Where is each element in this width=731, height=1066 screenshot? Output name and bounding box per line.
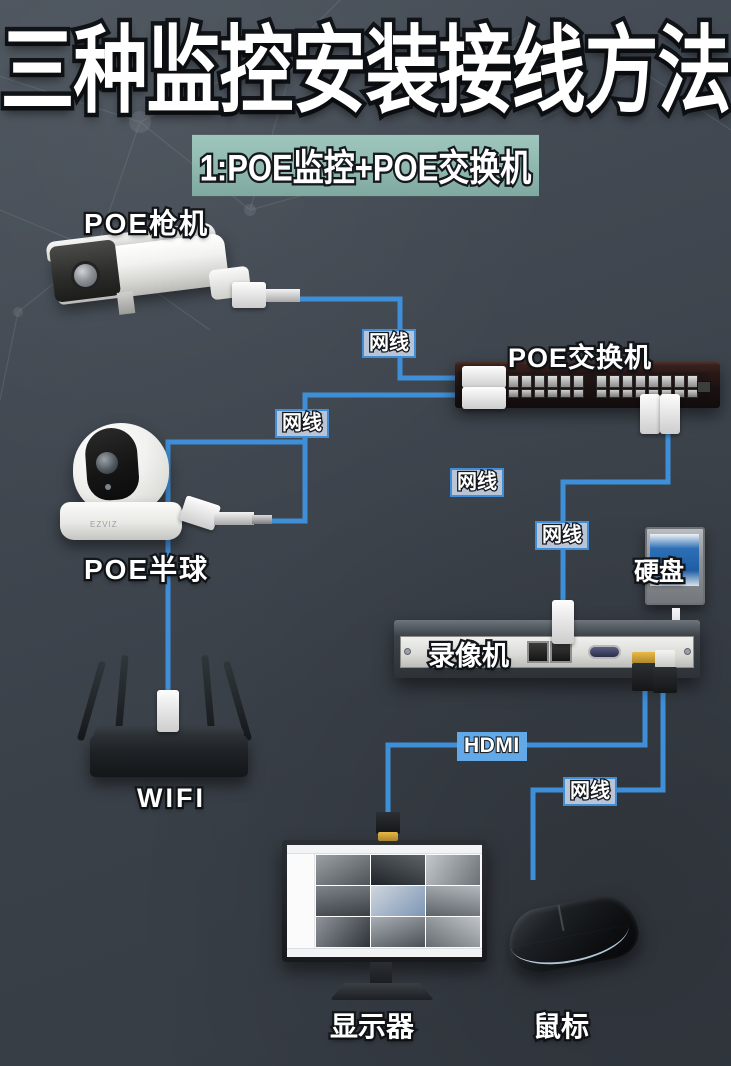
cctv-cell <box>426 886 480 916</box>
monitor-stand-base <box>330 983 434 1000</box>
rj45-plug-router <box>157 690 179 732</box>
usb-plug-shell <box>653 667 677 693</box>
dome-camera-ir-led <box>105 484 111 490</box>
poe-switch-sfp-slot <box>697 381 711 393</box>
bullet-camera-lens <box>71 261 100 290</box>
cctv-cell <box>316 917 370 947</box>
rj45-plug-switch-downlink1 <box>640 394 660 434</box>
cctv-cell <box>316 855 370 885</box>
usb-plug-head <box>655 650 675 668</box>
label-poe-switch: POE交换机 <box>506 341 654 376</box>
tag-router-to-switch: 网线 <box>450 468 504 497</box>
rj45-ferrule-dome <box>252 515 272 524</box>
nvr-screw-left <box>404 648 411 655</box>
tag-switch-to-nvr: 网线 <box>535 521 589 550</box>
tag-bullet-to-switch: 网线 <box>362 329 416 358</box>
dome-camera-lens <box>96 452 118 474</box>
nvr-vga-port <box>588 645 621 659</box>
rj45-plug-switch-downlink2 <box>660 394 680 434</box>
rj45-plug-bullet <box>232 282 266 308</box>
bullet-camera-mount <box>116 291 136 315</box>
label-poe-dome-camera: POE半球 <box>82 552 210 588</box>
rj45-connector-dome <box>214 512 254 525</box>
monitor-hdmi-plug-head <box>378 832 398 841</box>
nvr-lan-port-1 <box>527 641 549 663</box>
rj45-connector-bullet <box>266 289 300 302</box>
label-mouse: 鼠标 <box>531 1009 592 1045</box>
cctv-cell <box>371 886 425 916</box>
monitor-screen[interactable] <box>287 845 482 957</box>
cctv-cell <box>426 917 480 947</box>
dome-camera-brand-mark: EZVIZ <box>90 520 118 529</box>
cctv-cell <box>316 886 370 916</box>
cctv-cell <box>371 917 425 947</box>
monitor-neck <box>370 962 392 986</box>
tag-dome-to-switch: 网线 <box>275 409 329 438</box>
rj45-plug-switch-port2 <box>462 387 506 409</box>
tag-nvr-to-monitor: HDMI <box>457 732 527 761</box>
rj45-plug-switch-port1 <box>462 366 506 388</box>
nvr-ui-statusbar <box>287 948 482 957</box>
page-title: 三种监控安装接线方法 <box>0 17 731 124</box>
cctv-grid <box>316 855 480 947</box>
label-wifi-router: WIFI <box>135 781 206 816</box>
monitor-bezel <box>282 840 487 962</box>
label-monitor: 显示器 <box>328 1009 417 1045</box>
subtitle-container: 1:POE监控+POE交换机 <box>0 134 731 197</box>
cctv-cell <box>371 855 425 885</box>
poe-switch-port-row-top <box>482 375 698 388</box>
label-nvr-recorder: 录像机 <box>426 639 512 674</box>
hdmi-plug-head <box>632 652 658 664</box>
monitor-hdmi-plug-shell <box>376 812 400 834</box>
nvr-lan-port-2 <box>550 641 572 663</box>
cctv-cell <box>426 855 480 885</box>
section-subtitle: 1:POE监控+POE交换机 <box>191 134 540 197</box>
tag-nvr-to-mouse: 网线 <box>563 777 617 806</box>
nvr-screw-right <box>684 648 691 655</box>
label-poe-bullet-camera: POE枪机 <box>82 206 210 242</box>
nvr-ui-sidebar <box>287 854 315 948</box>
router-body <box>90 735 248 777</box>
dome-camera-base <box>60 502 182 540</box>
label-hard-disk: 硬盘 <box>632 556 687 589</box>
rj45-plug-nvr <box>552 600 574 644</box>
nvr-ui-toolbar <box>287 845 482 854</box>
